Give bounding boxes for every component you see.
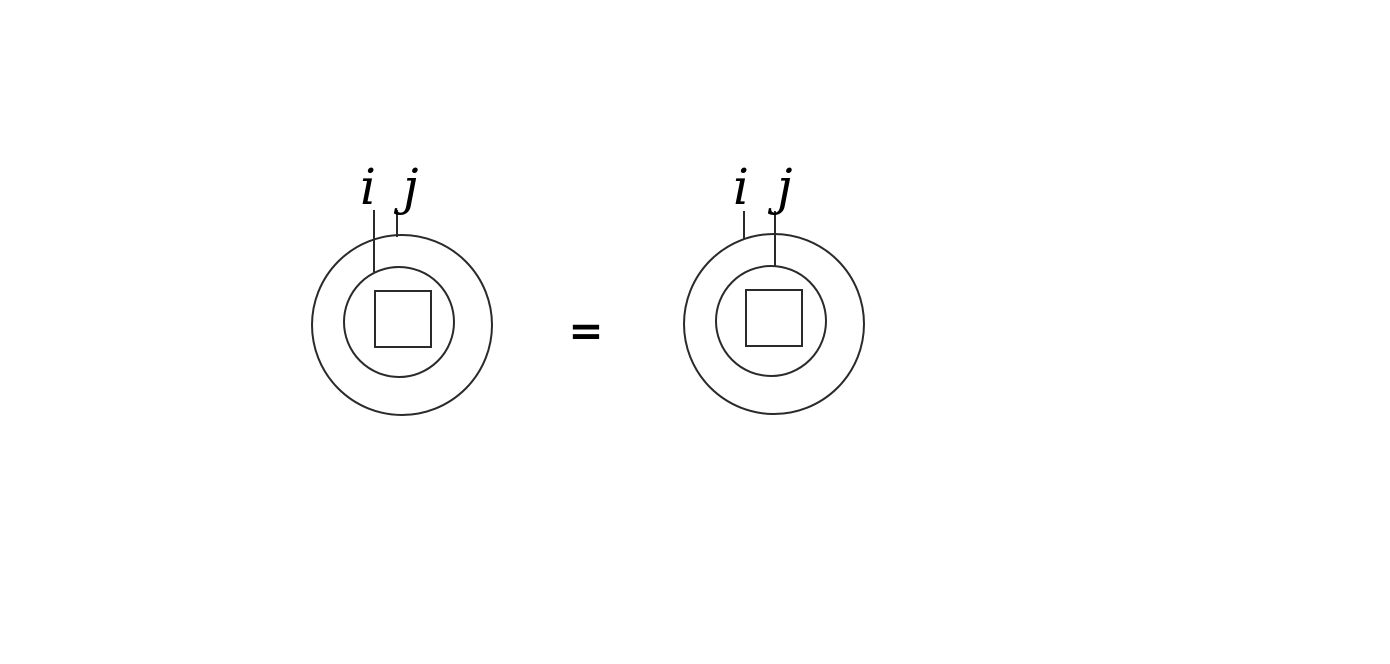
- left-outer-circle: [311, 234, 493, 416]
- left-diagram: i j: [311, 158, 493, 416]
- right-label-j: j: [767, 158, 793, 216]
- right-diagram: i j: [683, 158, 865, 415]
- right-square: [745, 289, 803, 347]
- equals-sign: =: [568, 306, 603, 355]
- right-inner-circle: [715, 265, 827, 377]
- left-label-j: j: [393, 158, 419, 216]
- left-inner-circle: [343, 266, 455, 378]
- right-label-i: i: [733, 158, 749, 216]
- left-label-i: i: [360, 158, 376, 216]
- left-square: [374, 290, 432, 348]
